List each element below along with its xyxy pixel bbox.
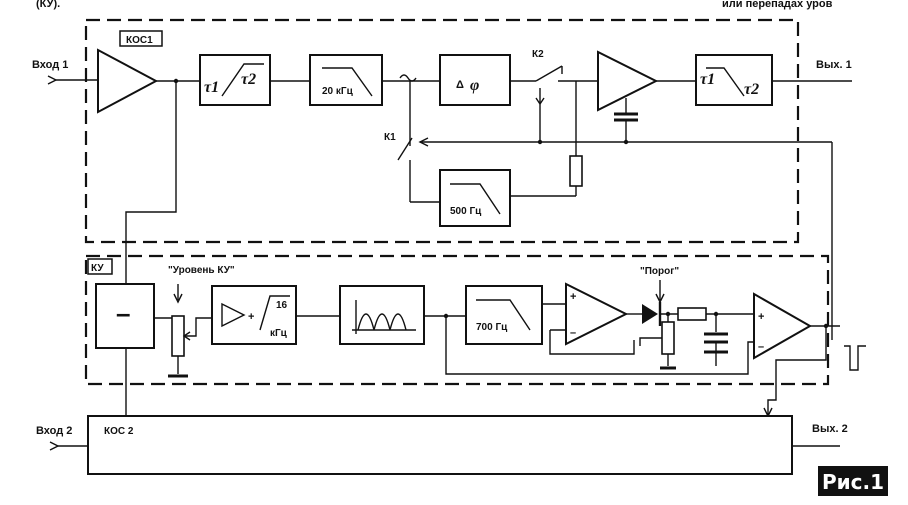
switch-k2 xyxy=(535,65,563,82)
series-resistor xyxy=(677,307,707,321)
lpf-20khz-label: 20 кГц xyxy=(322,86,354,97)
kos1-output-amplifier xyxy=(597,50,659,112)
threshold-potentiometer[interactable] xyxy=(661,321,675,355)
level-control-label: "Уровень КУ" xyxy=(168,265,235,276)
input-1-label: Вход 1 xyxy=(32,59,68,71)
svg-text:–: – xyxy=(758,341,764,353)
subtractor xyxy=(95,283,155,349)
input-1-arrow xyxy=(47,75,58,85)
phase-shifter xyxy=(439,54,511,106)
tau-filter-2-t1: τ1 xyxy=(700,71,715,88)
kos1-label: КОС1 xyxy=(126,35,153,46)
output-1-label: Вых. 1 xyxy=(816,59,852,71)
tau-filter-2 xyxy=(695,54,773,106)
input-2-arrow xyxy=(49,441,60,451)
output-comparator xyxy=(753,292,813,360)
ku-label-box xyxy=(87,258,113,275)
tau-filter-2-t2: τ2 xyxy=(744,81,759,98)
subtractor-minus: – xyxy=(116,298,130,328)
output-2-label: Вых. 2 xyxy=(812,423,848,435)
tau-filter-1-t1: τ1 xyxy=(204,79,219,96)
switch-k1-label: К1 xyxy=(384,132,396,143)
rectified-waveform xyxy=(357,313,407,331)
header-right-fragment: или перепадах уров xyxy=(722,0,833,10)
preamp-khz: кГц xyxy=(270,328,288,339)
input-2-label: Вход 2 xyxy=(36,425,72,437)
kos1-label-box xyxy=(119,30,163,47)
output-pulse xyxy=(844,345,866,371)
lpf-20khz xyxy=(309,54,383,106)
kos2-block xyxy=(87,415,793,475)
threshold-label: "Порог" xyxy=(640,266,679,277)
rectifier xyxy=(339,285,425,345)
figure-label-box xyxy=(818,466,888,496)
header-left-fragment: (КУ). xyxy=(36,0,60,10)
switch-k1 xyxy=(397,137,413,161)
lpf-500hz-label: 500 Гц xyxy=(450,206,482,217)
figure-label: Рис.1 xyxy=(822,470,884,494)
lpf-700hz-label: 700 Гц xyxy=(476,322,508,333)
svg-text:+: + xyxy=(758,311,764,323)
phase-delta: Δ xyxy=(456,79,464,91)
svg-text:–: – xyxy=(570,327,576,339)
preamp-plus: + xyxy=(248,311,254,323)
switch-k2-label: К2 xyxy=(532,49,544,60)
ku-comparator xyxy=(565,282,629,346)
phase-phi: φ xyxy=(470,77,479,94)
threshold-diode xyxy=(642,304,658,324)
ku-label: КУ xyxy=(91,263,104,274)
preamp-16: 16 xyxy=(276,300,288,311)
level-potentiometer[interactable] xyxy=(171,315,185,357)
kos1-group-boundary xyxy=(84,18,800,244)
input-amplifier xyxy=(97,48,159,114)
lpf-500hz xyxy=(439,169,511,227)
lpf-700hz xyxy=(465,285,543,345)
resistor-k1 xyxy=(569,155,583,187)
kos2-label: КОС 2 xyxy=(104,426,134,437)
svg-text:+: + xyxy=(570,291,576,303)
ku-group-boundary xyxy=(84,254,830,386)
tau-filter-1-t2: τ2 xyxy=(241,71,256,88)
